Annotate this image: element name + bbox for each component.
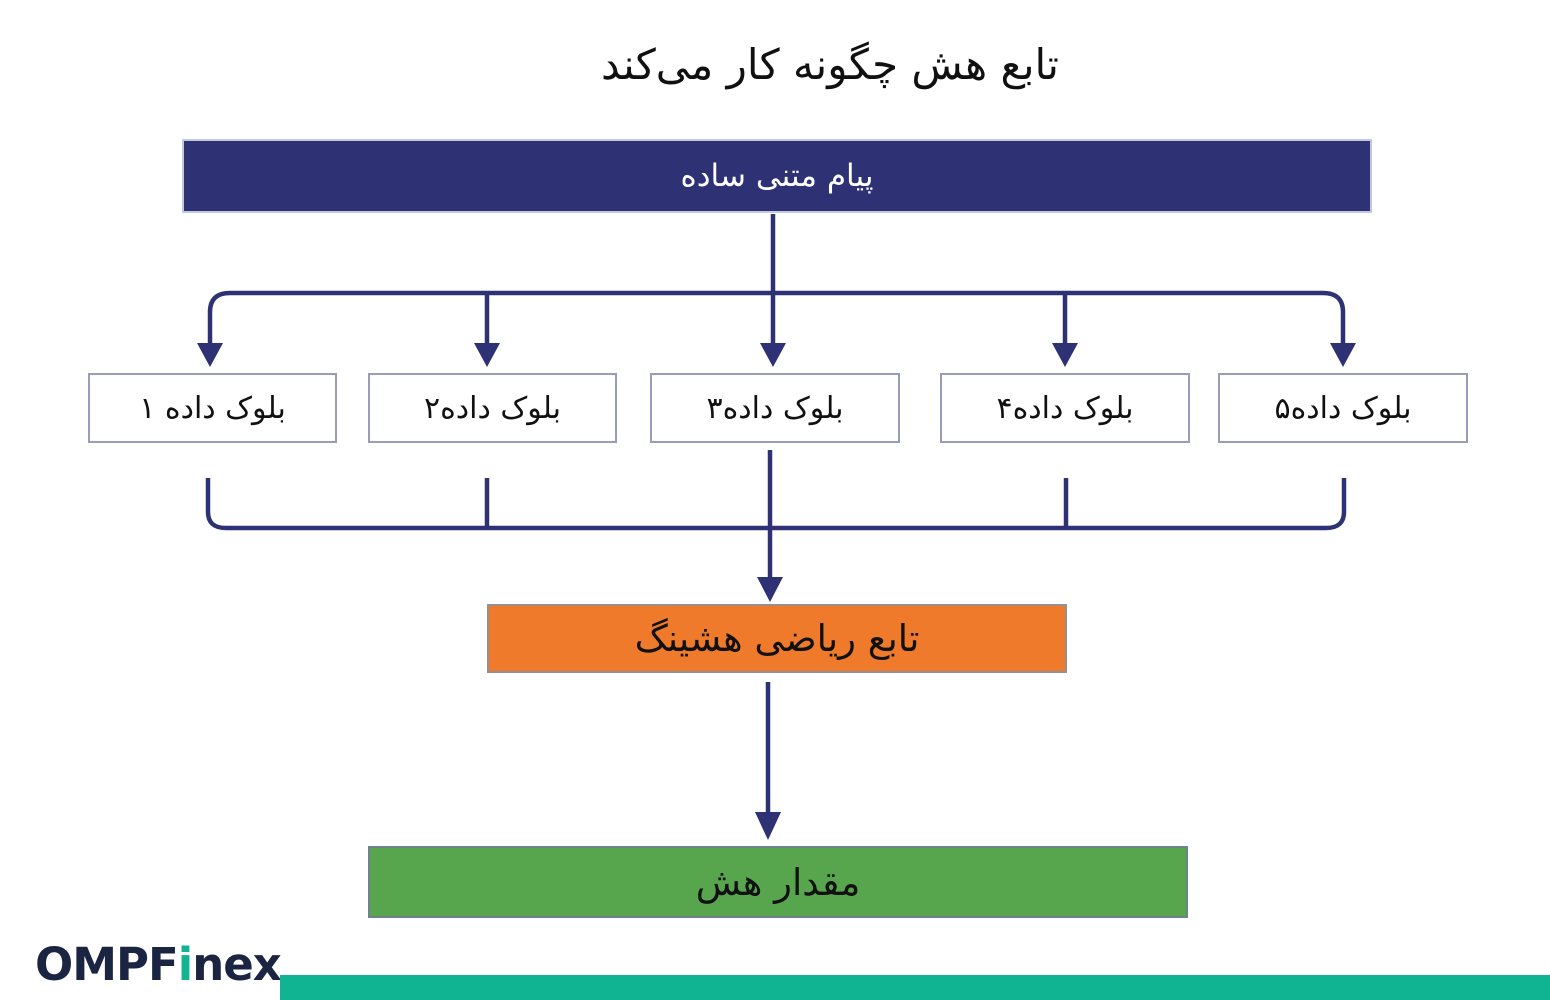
logo-accent-letter: i: [177, 938, 193, 991]
data-block-1: بلوک داده ۱: [88, 373, 337, 443]
data-block-4: بلوک داده۴: [940, 373, 1190, 443]
connector-top-rail: [207, 290, 1346, 346]
arrowhead-block-2: [474, 343, 500, 367]
logo-suffix: nex: [192, 938, 282, 991]
data-block-3: بلوک داده۳: [650, 373, 900, 443]
arrowhead-block-3: [760, 343, 786, 367]
arrowhead-block-4: [1052, 343, 1078, 367]
arrowhead-hash-function: [757, 577, 783, 602]
connector-bottom-rail: [205, 478, 1347, 531]
arrowhead-hash-value: [755, 812, 781, 840]
footer-accent-bar: [280, 975, 1550, 1000]
ompfinex-logo: OMPFinex: [35, 938, 282, 991]
hash-value-label: مقدار هش: [695, 860, 861, 904]
hash-function-node: تابع ریاضی هشینگ: [487, 604, 1067, 673]
arrowhead-block-5: [1330, 343, 1356, 367]
plain-message-node: پیام متنی ساده: [182, 139, 1372, 213]
data-block-2: بلوک داده۲: [368, 373, 617, 443]
hash-function-label: تابع ریاضی هشینگ: [634, 617, 920, 660]
data-block-5: بلوک داده۵: [1218, 373, 1468, 443]
plain-message-label: پیام متنی ساده: [680, 158, 874, 194]
diagram-title: تابع هش چگونه کار می‌کند: [601, 40, 1059, 89]
logo-prefix: OMPF: [35, 938, 179, 991]
arrowhead-block-1: [197, 343, 223, 367]
hash-value-node: مقدار هش: [368, 846, 1188, 918]
